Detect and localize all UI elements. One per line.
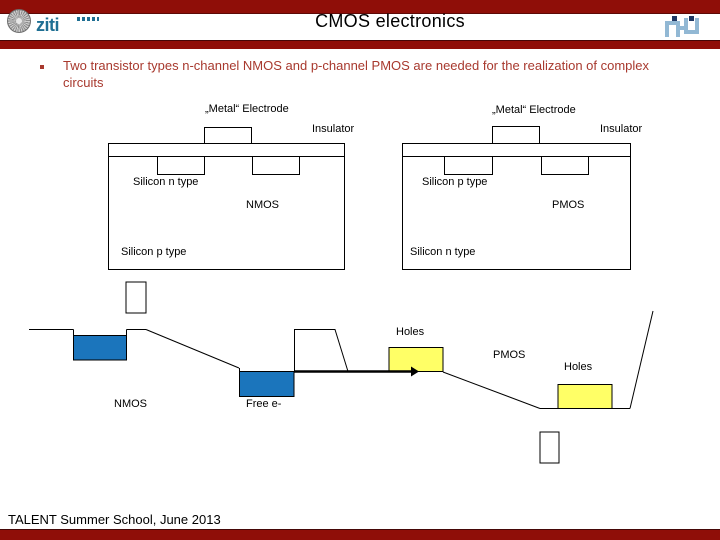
hole-region-left xyxy=(388,347,444,372)
pmos-insulator-layer-line xyxy=(402,156,631,157)
nmos-electrode-label: „Metal“ Electrode xyxy=(205,103,289,115)
bullet-text: Two transistor types n-channel NMOS and … xyxy=(63,58,650,90)
page-title: CMOS electronics xyxy=(315,11,465,31)
university-seal-logo xyxy=(7,9,31,33)
arrow-head-icon xyxy=(411,366,419,377)
band-diagram xyxy=(29,281,654,464)
nmos-source-region xyxy=(157,156,205,175)
pmos-gate-electrode xyxy=(492,126,540,144)
band-slope-right xyxy=(442,371,541,409)
nmos-drain-region xyxy=(252,156,300,175)
header-bar-bottom xyxy=(0,40,720,49)
institute-logo-square-right xyxy=(689,16,694,21)
nmos-device-label: NMOS xyxy=(246,199,279,211)
nmos-region-label: Silicon n type xyxy=(133,176,199,188)
band-nmos-label: NMOS xyxy=(114,398,147,410)
pmos-substrate-label: Silicon n type xyxy=(410,246,476,258)
nmos-substrate-label: Silicon p type xyxy=(121,246,187,258)
institute-logo-square-left xyxy=(672,16,677,21)
pmos-electrode-label: „Metal“ Electrode xyxy=(492,104,576,116)
band-pmos-label: PMOS xyxy=(493,349,526,361)
pmos-source-region xyxy=(444,156,493,175)
band-rise-line-right xyxy=(629,310,654,409)
bullet-marker xyxy=(40,65,44,69)
ziti-logo: ziti xyxy=(36,15,60,35)
ziti-logo-dashes xyxy=(77,17,99,21)
band-slope-left xyxy=(145,329,240,369)
pmos-region-label: Silicon p type xyxy=(422,176,488,188)
pmos-insulator-label: Insulator xyxy=(600,123,643,135)
nmos-substrate-box xyxy=(108,143,345,270)
header-bar-top xyxy=(0,0,720,14)
footer-text: TALENT Summer School, June 2013 xyxy=(8,512,221,527)
hole-region-right xyxy=(557,384,613,409)
electron-well-nmos xyxy=(73,335,127,361)
barrier-shape xyxy=(294,329,349,372)
band-gate-electrode-right xyxy=(539,431,560,464)
footer-bar xyxy=(0,529,720,540)
nmos-gate-electrode xyxy=(204,127,252,144)
band-holes-label-right: Holes xyxy=(564,361,593,373)
band-free-electrons-label: Free e- xyxy=(246,398,282,410)
band-gate-electrode-left xyxy=(125,281,147,314)
nmos-insulator-layer-line xyxy=(108,156,345,157)
pmos-drain-region xyxy=(541,156,589,175)
band-holes-label-left: Holes xyxy=(396,326,425,338)
electron-well-free xyxy=(239,371,295,397)
pmos-device-label: PMOS xyxy=(552,199,585,211)
nmos-insulator-label: Insulator xyxy=(312,123,355,135)
institute-logo xyxy=(665,16,699,37)
